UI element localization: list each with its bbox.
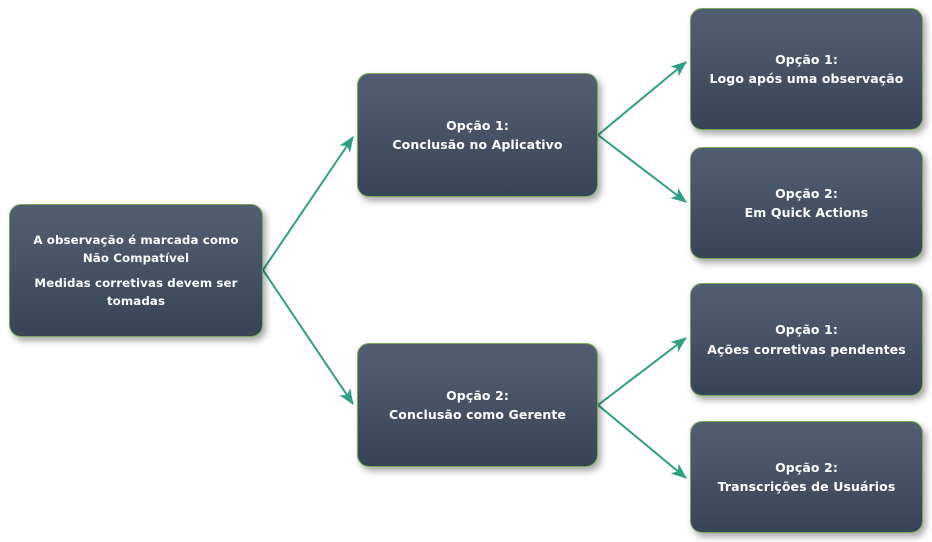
node-leaf-1[interactable]: Opção 1: Logo após uma observação [690,8,923,130]
edge-branch-top-to-leaf-1 [597,61,687,136]
node-leaf-3[interactable]: Opção 1: Ações corretivas pendentes [690,283,923,396]
node-leaf-2-line-2: Em Quick Actions [744,205,869,220]
node-leaf-1-line-2: Logo após uma observação [709,71,904,86]
node-leaf-2[interactable]: Opção 2: Em Quick Actions [690,147,923,259]
node-branch-bottom[interactable]: Opção 2: Conclusão como Gerente [357,343,598,467]
edge-branch-bottom-to-leaf-4 [597,404,687,479]
node-root[interactable]: A observação é marcada como Não Compatív… [9,204,263,337]
node-leaf-4-line-2: Transcrições de Usuários [717,479,896,494]
edge-root-to-branch-bottom [262,269,354,405]
node-branch-top-line-1: Opção 1: [446,117,509,133]
node-branch-top-line-2: Conclusão no Aplicativo [392,137,563,152]
node-leaf-1-line-1: Opção 1: [775,51,838,67]
edge-branch-bottom-to-leaf-3 [597,337,687,406]
node-root-line-2: Medidas corretivas devem ser tomadas [34,275,238,308]
edge-root-to-branch-top [262,136,354,271]
node-root-line-1: A observação é marcada como Não Compatív… [33,232,239,266]
node-branch-bottom-line-1: Opção 2: [446,387,509,403]
node-leaf-2-line-1: Opção 2: [775,185,838,201]
node-leaf-4-line-1: Opção 2: [775,459,838,475]
node-leaf-3-line-2: Ações corretivas pendentes [707,341,906,357]
node-leaf-4[interactable]: Opção 2: Transcrições de Usuários [690,421,923,533]
node-branch-top[interactable]: Opção 1: Conclusão no Aplicativo [357,73,598,197]
node-branch-bottom-line-2: Conclusão como Gerente [389,407,566,422]
edge-branch-top-to-leaf-2 [597,134,687,203]
node-leaf-3-line-1: Opção 1: [775,322,838,338]
